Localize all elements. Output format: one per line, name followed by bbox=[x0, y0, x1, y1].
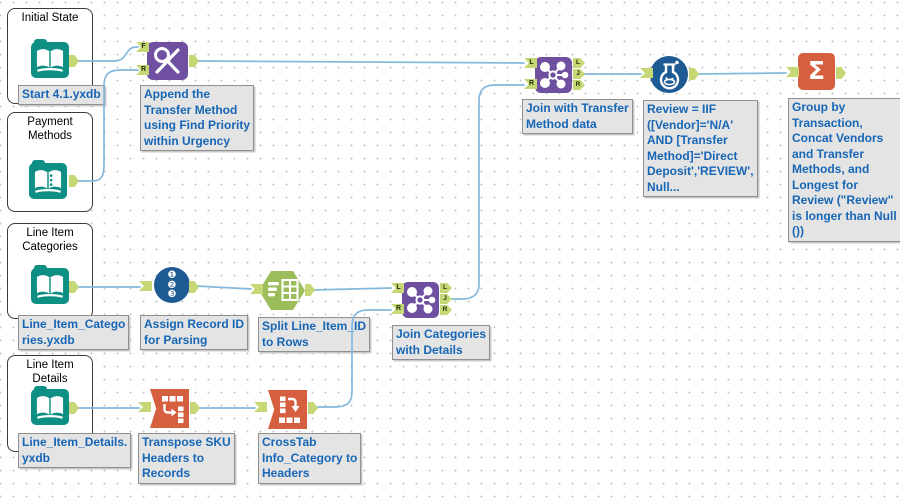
output-anchor[interactable] bbox=[305, 284, 315, 296]
crosstab-tool[interactable] bbox=[268, 390, 307, 429]
join-transfer-tool[interactable] bbox=[535, 57, 572, 93]
container-title: Payment Methods bbox=[27, 116, 73, 142]
connection-recordid-texttocolumns[interactable] bbox=[196, 285, 252, 290]
input-anchor[interactable] bbox=[786, 67, 799, 77]
transpose-tool[interactable] bbox=[150, 389, 189, 428]
find-replace-tool[interactable] bbox=[147, 42, 188, 80]
record-id-tool[interactable]: ❶ ❷ ❸ bbox=[154, 267, 190, 303]
input-anchor-l[interactable]: L bbox=[524, 58, 537, 68]
annotation-formula[interactable]: Review = IIF ([Vendor]='N/A' AND [Transf… bbox=[643, 100, 758, 197]
output-anchor[interactable] bbox=[189, 281, 199, 293]
input-anchor-l[interactable]: L bbox=[391, 283, 404, 293]
sigma-icon: Σ bbox=[807, 56, 826, 85]
connection-paymentmethods-findreplace-r[interactable] bbox=[77, 69, 139, 182]
annotation-details-file[interactable]: Line_Item_Details. yxdb bbox=[18, 433, 132, 468]
input-anchor[interactable] bbox=[640, 68, 653, 78]
join-categories-tool[interactable] bbox=[402, 282, 439, 318]
output-anchor-l[interactable]: L bbox=[573, 58, 585, 68]
output-anchor[interactable] bbox=[308, 402, 318, 414]
annotation-categories-file[interactable]: Line_Item_Catego ries.yxdb bbox=[18, 315, 130, 350]
input-anchor-r[interactable]: R bbox=[524, 79, 537, 89]
annotation-start-file[interactable]: Start 4.1.yxdb bbox=[18, 85, 105, 105]
container-title: Line Item Details bbox=[26, 359, 74, 385]
connection-findreplace-jointransfer-l[interactable] bbox=[197, 60, 525, 64]
input-data-tool-line-item-details[interactable] bbox=[31, 386, 69, 425]
output-anchor[interactable] bbox=[69, 402, 79, 414]
annotation-join-transfer[interactable]: Join with Transfer Method data bbox=[522, 99, 633, 134]
output-anchor[interactable] bbox=[69, 281, 79, 293]
container-payment-methods[interactable]: Payment Methods bbox=[7, 112, 93, 212]
connection-formula-summarize[interactable] bbox=[697, 72, 787, 75]
connection-initialstate-findreplace-f[interactable] bbox=[77, 46, 139, 62]
output-anchor-j[interactable]: J bbox=[440, 294, 452, 304]
annotation-summarize[interactable]: Group by Transaction, Concat Vendors and… bbox=[788, 98, 900, 242]
container-title: Initial State bbox=[21, 12, 79, 24]
annotation-crosstab[interactable]: CrossTab Info_Category to Headers bbox=[258, 433, 362, 484]
formula-tool[interactable] bbox=[650, 56, 688, 93]
input-data-icon bbox=[34, 170, 62, 193]
text-to-columns-tool[interactable] bbox=[259, 271, 305, 310]
output-anchor[interactable] bbox=[189, 55, 199, 67]
annotation-text-to-columns[interactable]: Split Line_Item_ID to Rows bbox=[258, 317, 371, 352]
output-anchor-j[interactable]: J bbox=[573, 69, 585, 79]
annotation-transpose[interactable]: Transpose SKU Headers to Records bbox=[138, 433, 235, 484]
output-anchor[interactable] bbox=[689, 68, 699, 80]
annotation-record-id[interactable]: Assign Record ID for Parsing bbox=[140, 315, 249, 350]
output-anchor-r[interactable]: R bbox=[440, 305, 452, 315]
input-data-icon bbox=[36, 275, 64, 298]
input-anchor[interactable] bbox=[254, 402, 267, 412]
output-anchor[interactable] bbox=[69, 55, 79, 67]
input-anchor[interactable] bbox=[139, 281, 152, 291]
input-anchor[interactable] bbox=[250, 284, 263, 294]
input-data-tool-payment-methods[interactable] bbox=[29, 160, 67, 199]
connection-crosstab-joincategories-r[interactable] bbox=[316, 309, 392, 408]
input-data-tool-line-item-categories[interactable] bbox=[31, 265, 69, 304]
output-anchor-r[interactable]: R bbox=[573, 80, 585, 90]
transpose-icon bbox=[162, 396, 184, 424]
input-anchor-f[interactable]: F bbox=[136, 42, 149, 52]
input-data-icon bbox=[36, 49, 64, 72]
output-anchor[interactable] bbox=[190, 402, 200, 414]
input-anchor-r[interactable]: R bbox=[136, 65, 149, 75]
record-id-icon: ❶ ❷ ❸ bbox=[167, 270, 177, 301]
output-anchor[interactable] bbox=[69, 175, 79, 187]
connection-texttocolumns-joincategories-l[interactable] bbox=[313, 287, 392, 291]
connection-joincategories-jointransfer-r[interactable] bbox=[448, 84, 525, 300]
crosstab-icon bbox=[279, 396, 300, 423]
text-to-columns-icon bbox=[268, 279, 299, 301]
find-replace-icon bbox=[154, 47, 180, 74]
container-title: Line Item Categories bbox=[22, 227, 78, 253]
output-anchor-l[interactable]: L bbox=[440, 283, 452, 293]
input-anchor-r[interactable]: R bbox=[391, 304, 404, 314]
join-icon bbox=[540, 61, 569, 89]
annotation-find-replace[interactable]: Append the Transfer Method using Find Pr… bbox=[140, 85, 255, 151]
input-anchor[interactable] bbox=[138, 402, 151, 412]
join-icon bbox=[407, 286, 436, 314]
output-anchor[interactable] bbox=[836, 67, 846, 79]
input-data-tool-initial-state[interactable] bbox=[31, 39, 69, 78]
input-data-icon bbox=[36, 396, 64, 419]
annotation-join-categories[interactable]: Join Categories with Details bbox=[392, 325, 491, 360]
summarize-tool[interactable]: Σ bbox=[798, 53, 835, 90]
formula-flask-icon bbox=[659, 60, 680, 90]
